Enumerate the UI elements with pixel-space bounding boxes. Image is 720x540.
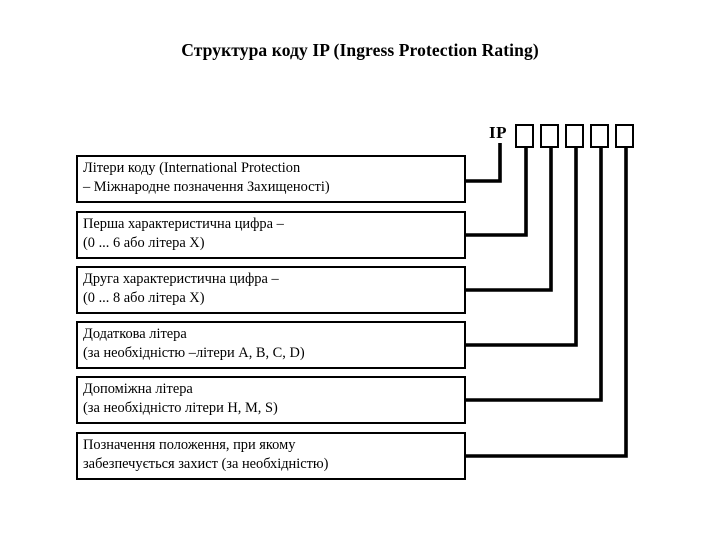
code-slot-3[interactable] (565, 124, 584, 148)
connector-code-letters (466, 143, 502, 183)
box-supplementary-letter-line1: Допоміжна літера (83, 381, 193, 397)
box-position-designation-line1: Позначення положення, при якому (83, 437, 296, 453)
box-additional-letter-line1: Додаткова літера (83, 326, 187, 342)
code-slot-2[interactable] (540, 124, 559, 148)
box-code-letters-line2: – Міжнародне позначення Захищеності) (83, 179, 330, 196)
box-supplementary-letter-line2: (за необхідністо літери H, M, S) (83, 400, 278, 417)
box-first-digit-line1: Перша характеристична цифра – (83, 216, 284, 232)
box-first-digit-line2: (0 ... 6 або літера X) (83, 235, 205, 252)
box-position-designation: Позначення положення, при якому забезпеч… (76, 432, 466, 480)
box-second-digit-line2: (0 ... 8 або літера X) (83, 290, 205, 307)
code-slot-4[interactable] (590, 124, 609, 148)
connector-position-designation (466, 148, 628, 458)
connector-supplementary-letter (466, 148, 603, 402)
code-slot-1[interactable] (515, 124, 534, 148)
page-title: Структура коду IP (Ingress Protection Ra… (181, 40, 539, 60)
connector-first-digit (466, 148, 528, 237)
code-slot-5[interactable] (615, 124, 634, 148)
box-code-letters-line1: Літери коду (International Protection (83, 160, 301, 176)
box-code-letters: Літери коду (International Protection – … (76, 155, 466, 203)
box-second-digit-line1: Друга характеристична цифра – (83, 271, 279, 287)
box-supplementary-letter: Допоміжна літера (за необхідністо літери… (76, 376, 466, 424)
box-first-characteristic-digit: Перша характеристична цифра – (0 ... 6 а… (76, 211, 466, 259)
box-position-designation-line2: забезпечується захист (за необхідністю) (83, 456, 329, 473)
ip-prefix-label: IP (489, 123, 507, 142)
box-second-characteristic-digit: Друга характеристична цифра – (0 ... 8 а… (76, 266, 466, 314)
connector-second-digit (466, 148, 553, 292)
box-additional-letter-line2: (за необхідністю –літери A, B, C, D) (83, 345, 305, 362)
connector-additional-letter (466, 148, 578, 347)
box-additional-letter: Додаткова літера (за необхідністю –літер… (76, 321, 466, 369)
